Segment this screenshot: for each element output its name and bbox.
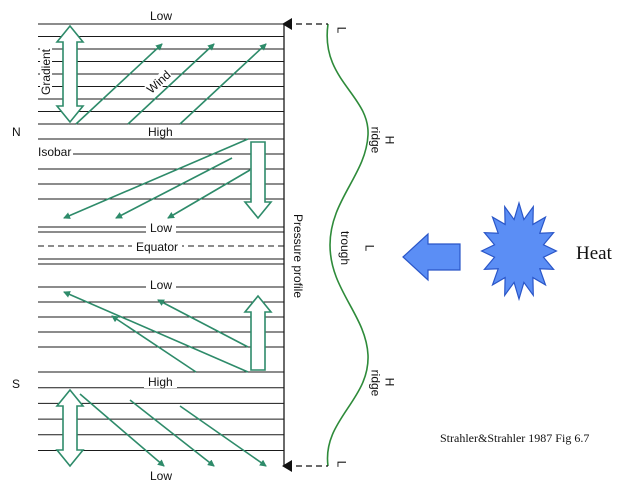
isobar-label-low-south: Low [146,279,177,291]
sun-starburst-icon [480,200,558,302]
left-arrow-icon [402,232,461,282]
isobar-label-low-mid: Low [146,222,177,234]
citation: Strahler&Strahler 1987 Fig 6.7 [440,431,590,445]
wind-arrow [129,399,215,467]
wind-arrow [127,43,215,125]
equator-label: Equator [132,241,183,253]
ridge-bottom-label: ridge [368,369,383,397]
ridge-top-h-label: H [382,135,397,145]
isobar-label-high-north: High [144,126,177,138]
inflow-arrow [402,232,461,282]
gradient-label: Gradient [39,47,54,97]
wind-arrow [75,43,163,125]
gradient-arrow-down-icon [243,141,273,220]
pressure-profile-label: Pressure profile [291,213,306,299]
ridge-top-label: ridge [368,126,383,154]
gradient-arrows [55,24,273,468]
wind-arrow [63,138,249,219]
gradient-arrow-up-icon [243,294,273,371]
wind-arrow [79,393,165,467]
heat-label: Heat [576,243,612,264]
gradient-double-arrow-north [55,24,85,124]
wind-arrow [157,299,249,348]
pressure-curve [326,23,369,467]
profile-bottom-pointer-icon [282,460,292,472]
wind-arrow [167,169,251,219]
ridge-bottom-h-label: H [382,377,397,387]
heat-source [480,200,558,302]
isobar-label-high-south: High [144,376,177,388]
south-label: S [12,377,21,391]
wind-arrow [115,157,233,219]
pressure-profile [282,18,369,472]
north-label: N [12,125,21,139]
isobar-label-low-top: Low [146,10,177,22]
trough-label: trough [338,230,353,266]
wind-arrows [63,43,267,467]
profile-top-pointer-icon [282,18,292,30]
wind-arrow [179,405,267,467]
wind-arrow [111,315,197,373]
profile-bottom-l-label: L [334,460,349,468]
profile-top-l-label: L [334,26,349,34]
wind-arrow [63,291,249,373]
isobar-label-low-bottom: Low [146,470,177,482]
isobar-key-label: Isobar [36,145,74,159]
trough-l-label: L [362,244,377,252]
gradient-double-arrow-south [55,388,85,468]
wind-arrow [179,43,267,125]
